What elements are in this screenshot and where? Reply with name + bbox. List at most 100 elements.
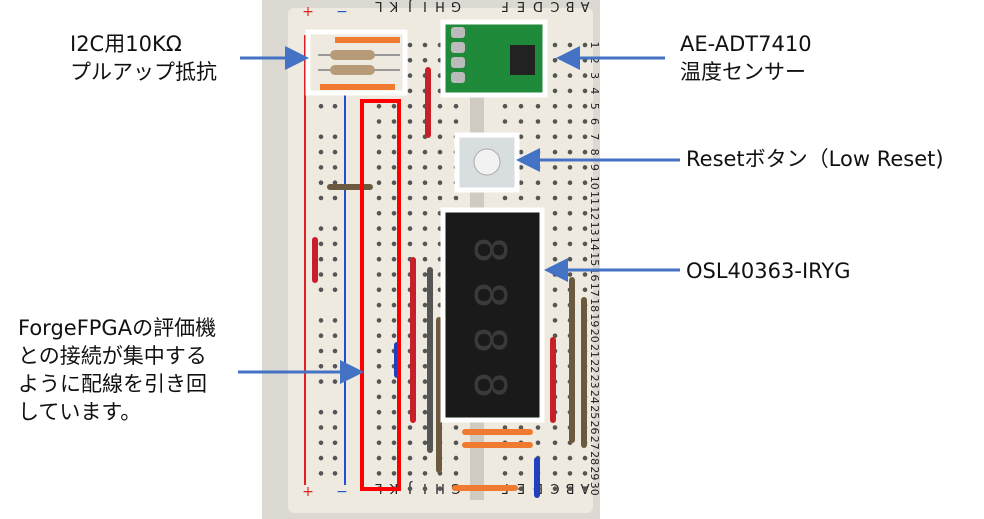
rail-hole [318,149,324,155]
hole [376,302,382,308]
column-label: E [517,0,525,13]
rail-hole [318,318,324,323]
hole [422,394,428,400]
rail-hole [332,226,338,231]
hole [437,165,443,170]
hole [391,272,397,277]
hole [582,195,588,201]
rail-hole [332,425,338,430]
hole [552,58,558,63]
hole [567,241,573,247]
hole [582,486,588,492]
hole [422,287,428,293]
hole [391,241,397,247]
row-number: 27 [588,436,601,450]
resistor [330,65,375,75]
rail-hole [318,455,324,461]
rail-hole [332,455,338,461]
row-number: 4 [588,87,601,94]
hole [552,425,558,430]
rail-hole [318,226,324,231]
hole [422,348,428,354]
hole [453,440,459,446]
column-label: L [375,0,383,13]
sensor-label-line: AE-ADT7410 [680,32,812,56]
sensor-label-line: 温度センサー [680,60,806,84]
hole [407,471,413,476]
wiring-label: ForgeFPGAの評価機 との接続が集中する ように配線を引き回 しています。 [18,314,216,426]
display-digit: 8 [464,327,515,354]
hole [552,226,558,231]
wiring-label-line: ように配線を引き回 [18,372,207,396]
hole [567,134,573,140]
rail-hole [332,165,338,170]
hole [376,241,382,247]
hole [391,409,397,415]
hole [376,165,382,170]
hole [502,119,508,124]
hole [567,88,573,94]
hole [391,195,397,201]
hole [552,486,558,492]
row-number: 14 [588,237,601,251]
hole [535,165,541,170]
row-number: 10 [588,176,601,190]
rail-hole [332,180,338,185]
hole [376,379,382,384]
row-number: 5 [588,103,601,110]
hole [391,226,397,231]
hole [376,287,382,293]
hole [376,180,382,185]
hole [502,471,508,476]
row-number: 20 [588,329,601,343]
hole [552,302,558,308]
hole [582,226,588,231]
rail-hole [332,272,338,277]
hole [582,42,588,48]
hole [422,333,428,339]
hole [422,165,428,170]
rail-hole [332,409,338,415]
row-number: 8 [588,149,601,156]
hole [391,103,397,109]
hole [582,180,588,185]
column-label: C [550,0,559,13]
row-number: 18 [588,298,601,312]
sensor-label: AE-ADT7410 温度センサー [680,30,812,86]
hole [422,241,428,247]
row-number: 2 [588,57,601,64]
hole [391,394,397,400]
row-number: 26 [588,421,601,435]
display-digit: 8 [464,237,515,264]
hole [552,165,558,170]
hole [567,73,573,78]
rail-plus-label: + [302,484,314,500]
hole [453,103,459,109]
row-number: 23 [588,375,601,389]
rail-hole [332,348,338,354]
column-label: J [408,0,413,13]
rail-hole [332,256,338,262]
rail-hole [318,134,324,140]
hole [407,165,413,170]
hole [567,256,573,262]
hole [391,471,397,476]
hole [552,241,558,247]
hole [502,455,508,461]
hole [407,241,413,247]
row-number: 19 [588,313,601,327]
hole [567,486,573,492]
rail-hole [318,241,324,247]
hole [437,195,443,201]
hole [552,287,558,293]
hole [422,149,428,155]
rail-hole [332,103,338,109]
hole [376,211,382,216]
row-number: 13 [588,222,601,236]
hole [376,455,382,461]
hole [453,195,459,201]
hole [391,287,397,293]
hole [567,272,573,277]
hole [422,455,428,461]
